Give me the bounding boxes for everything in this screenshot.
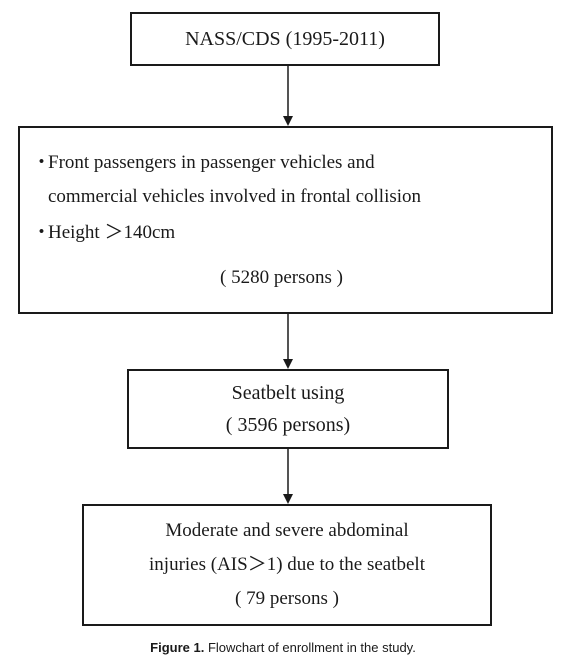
figure-label: Figure 1. [150,640,205,655]
seatbelt-box: Seatbelt using ( 3596 persons) [127,369,449,449]
criterion-2-text: Height ＞140cm [48,222,176,243]
figure-caption: Figure 1. Flowchart of enrollment in the… [0,640,566,655]
criterion-1-line-1: Front passengers in passenger vehicles a… [48,152,375,173]
figure-caption-text: Flowchart of enrollment in the study. [204,640,416,655]
bullet-icon: ・ [32,222,52,243]
seatbelt-count: ( 3596 persons) [225,414,351,436]
criterion-passengers: ・ Front passengers in passenger vehicles… [32,146,422,214]
source-label: NASS/CDS (1995-2011) [185,27,385,50]
criteria-count: ( 5280 persons ) [220,267,343,288]
criterion-height: ・ Height ＞140cm [32,216,176,250]
seatbelt-label: Seatbelt using [231,382,345,404]
injury-line-1: Moderate and severe abdominal [165,520,409,541]
source-box: NASS/CDS (1995-2011) [130,12,440,66]
bullet-icon: ・ [32,152,52,173]
injury-count: ( 79 persons ) [235,588,339,609]
criteria-box: ・ Front passengers in passenger vehicles… [18,126,553,314]
injury-line-2: injuries (AIS＞1) due to the seatbelt [149,554,425,575]
injury-box: Moderate and severe abdominal injuries (… [82,504,492,626]
criterion-1-line-2: commercial vehicles involved in frontal … [48,186,422,207]
